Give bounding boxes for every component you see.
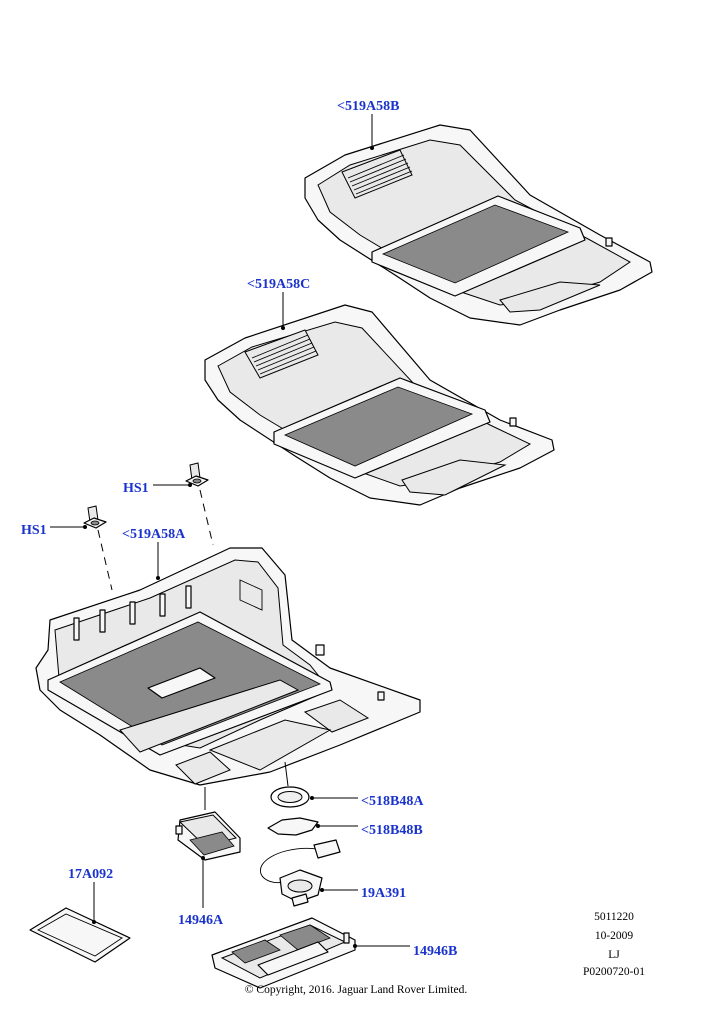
console-519A58C: [204, 304, 555, 506]
label-hs1-lower[interactable]: HS1: [21, 523, 47, 538]
label-519A58A[interactable]: <519A58A: [122, 527, 186, 542]
screw-hs1-lower: [83, 505, 107, 529]
info-initials: LJ: [608, 949, 620, 961]
sensor-19A391: [260, 839, 341, 907]
info-code: 5011220: [594, 911, 634, 923]
bezel-14946B: [211, 917, 356, 989]
label-14946A[interactable]: 14946A: [178, 913, 224, 928]
copyright-notice: © Copyright, 2016. Jaguar Land Rover Lim…: [245, 984, 468, 996]
lens-518B48B: [267, 817, 319, 836]
label-518B48A[interactable]: <518B48A: [361, 794, 424, 809]
label-518B48B[interactable]: <518B48B: [361, 823, 423, 838]
lamp-14946A: [175, 811, 241, 861]
console-519A58B: [304, 124, 653, 326]
cover-17A092: [29, 907, 131, 963]
label-519A58C[interactable]: <519A58C: [247, 277, 310, 292]
console-519A58A: [35, 547, 421, 786]
vent-grille-c: [251, 334, 317, 375]
vent-grille-b: [347, 154, 413, 195]
label-14946B[interactable]: 14946B: [413, 944, 457, 959]
info-ref: P0200720-01: [583, 966, 645, 978]
info-date: 10-2009: [595, 930, 634, 942]
assembly-line-hs1-upper: [199, 489, 214, 546]
label-19A391[interactable]: 19A391: [361, 886, 406, 901]
assembly-line-ring: [284, 761, 289, 787]
ring-518B48A: [270, 786, 310, 808]
assembly-line-hs1-lower: [97, 529, 113, 591]
label-17A092[interactable]: 17A092: [68, 867, 113, 882]
label-519A58B[interactable]: <519A58B: [337, 99, 399, 114]
screw-hs1-upper: [185, 462, 209, 487]
label-hs1-upper[interactable]: HS1: [123, 481, 149, 496]
leader-lines: [50, 114, 410, 948]
